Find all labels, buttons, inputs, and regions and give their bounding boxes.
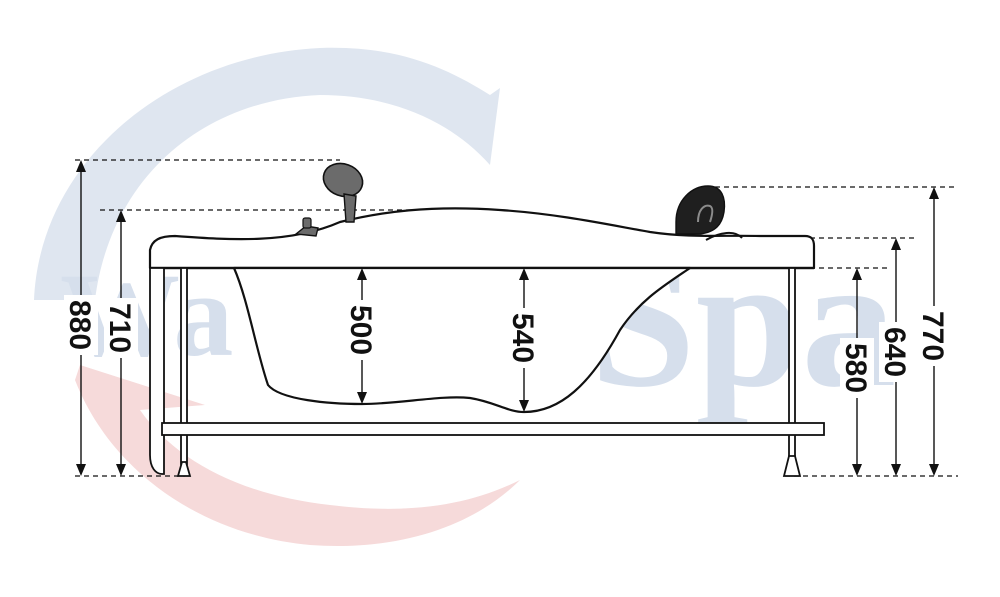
arrow-770-bottom (929, 464, 939, 476)
arrow-880-bottom (76, 464, 86, 476)
left-foot (176, 461, 192, 477)
left-skirt (149, 267, 165, 475)
watermark-red-swoosh (75, 365, 520, 546)
extension-lines (75, 159, 958, 477)
watermark-blue-swoosh (34, 47, 500, 300)
arrow-500-top (357, 268, 367, 280)
tub-rim (148, 207, 816, 270)
faucet-icon (294, 217, 319, 237)
dim-label-710: 710 (103, 303, 136, 353)
arrow-640-bottom (891, 464, 901, 476)
dim-label-640: 640 (878, 327, 911, 377)
arrow-580-bottom (852, 464, 862, 476)
dim-label-580: 580 (839, 343, 872, 393)
arrow-880-top (76, 160, 86, 172)
dim-label-540: 540 (506, 313, 539, 363)
arrow-580-top (852, 268, 862, 280)
arrow-540-top (519, 268, 529, 280)
dim-label-880: 880 (63, 300, 96, 350)
hand-shower-icon (322, 162, 364, 223)
dim-label-500: 500 (344, 305, 377, 355)
headrest-icon (675, 185, 726, 235)
arrow-640-top (891, 238, 901, 250)
dimension-labels: 880 710 500 540 580 640 770 (63, 295, 951, 398)
dim-label-770: 770 (916, 311, 949, 361)
arrow-500-bottom (357, 392, 367, 404)
arrow-770-top (929, 187, 939, 199)
arrow-710-top (116, 210, 126, 222)
right-foot (782, 455, 802, 477)
arrow-710-bottom (116, 464, 126, 476)
bottom-frame-rail (161, 422, 825, 436)
pillow-outline (705, 232, 743, 241)
arrow-540-bottom (519, 400, 529, 412)
